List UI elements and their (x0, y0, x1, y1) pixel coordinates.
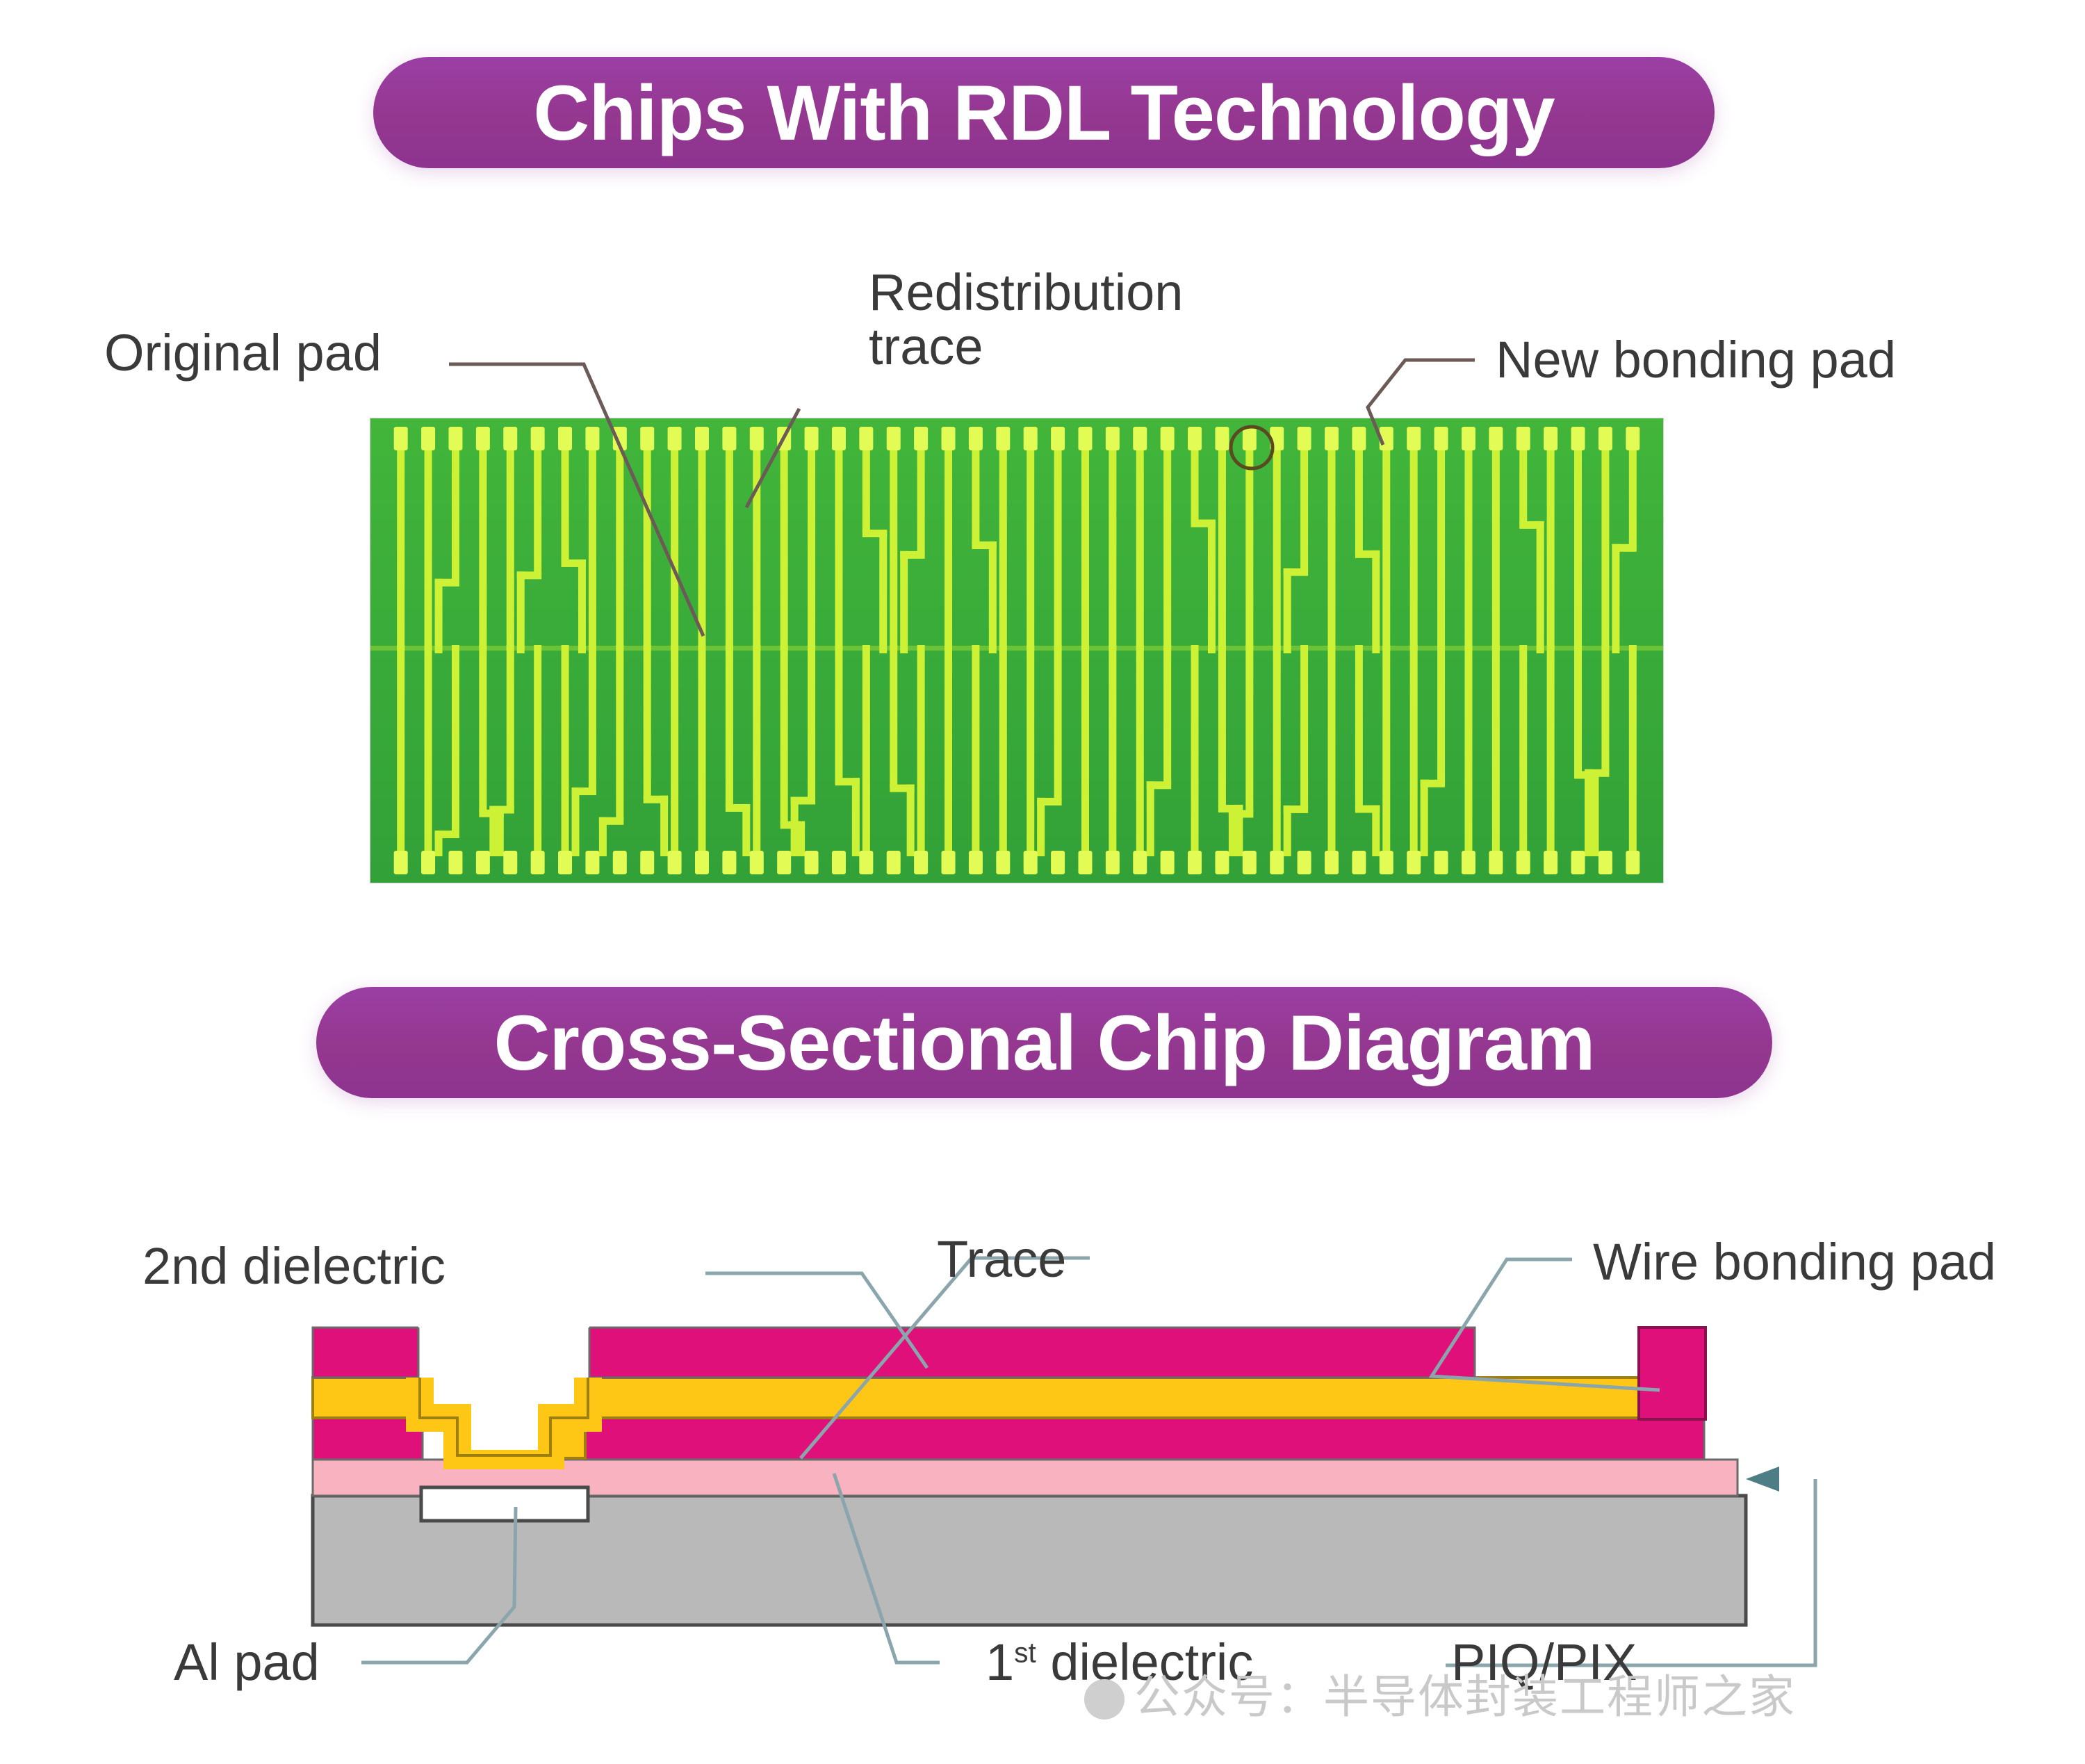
label-redistribution-line2: trace (869, 318, 983, 376)
via-metal-hint (418, 1378, 589, 1454)
wire-bonding-pad-block (1637, 1326, 1707, 1421)
label-second-dielectric: 2nd dielectric (142, 1237, 446, 1295)
new-bonding-pad-marker (1229, 425, 1275, 471)
layer-trace-metal (311, 1376, 1642, 1458)
label-redistribution-trace: Redistribution trace (869, 263, 1300, 376)
chip-micrograph-image (370, 418, 1663, 883)
label-al-pad: Al pad (174, 1633, 320, 1691)
layer-silicon-substrate (311, 1494, 1748, 1627)
label-redistribution-line1: Redistribution (869, 263, 1184, 321)
layer-second-dielectric-left (311, 1326, 420, 1379)
label-piq-pix: PIQ/PIX (1451, 1633, 1637, 1691)
layer-first-dielectric (311, 1416, 1706, 1461)
layer-trace-metal-body (311, 1376, 1642, 1460)
label-new-bonding-pad: New bonding pad (1496, 331, 1896, 389)
via-opening (418, 1326, 589, 1379)
watermark-logo-icon (1084, 1679, 1125, 1720)
via-edges (417, 1328, 591, 1379)
leader-al-pad (361, 1506, 518, 1665)
leader-first-dielectric (832, 1473, 940, 1665)
label-trace: Trace (937, 1230, 1067, 1288)
label-first-dielectric-sup: st (1014, 1636, 1036, 1669)
label-first-dielectric-word: dielectric (1036, 1633, 1254, 1691)
watermark: 公众号：半导体封装工程师之家 (1084, 1660, 1796, 1726)
layer-piq-pix (311, 1458, 1739, 1497)
watermark-text: 公众号：半导体封装工程师之家 (1134, 1671, 1796, 1722)
via-metal-liner-outline (418, 1378, 589, 1457)
page-title-cross-sectional: Cross-Sectional Chip Diagram (316, 987, 1772, 1098)
via-metal-liner (406, 1378, 602, 1469)
layer-second-dielectric-right (588, 1326, 1476, 1379)
leader-second-dielectric (705, 1271, 929, 1369)
via-inner-void (471, 1326, 538, 1450)
micrograph-traces (370, 418, 1663, 883)
label-original-pad: Original pad (104, 324, 382, 382)
label-wire-bonding-pad: Wire bonding pad (1593, 1233, 1997, 1291)
leader-trace (799, 1256, 1090, 1460)
piq-pix-arrowhead (1746, 1467, 1779, 1492)
label-first-dielectric: 1st dielectric (986, 1635, 1253, 1690)
via-channel (456, 1326, 552, 1455)
al-pad-block (419, 1485, 590, 1523)
page-title-chips-with-rdl: Chips With RDL Technology (373, 57, 1715, 168)
trace-outline (313, 1376, 1642, 1455)
label-first-dielectric-number: 1 (986, 1633, 1015, 1691)
